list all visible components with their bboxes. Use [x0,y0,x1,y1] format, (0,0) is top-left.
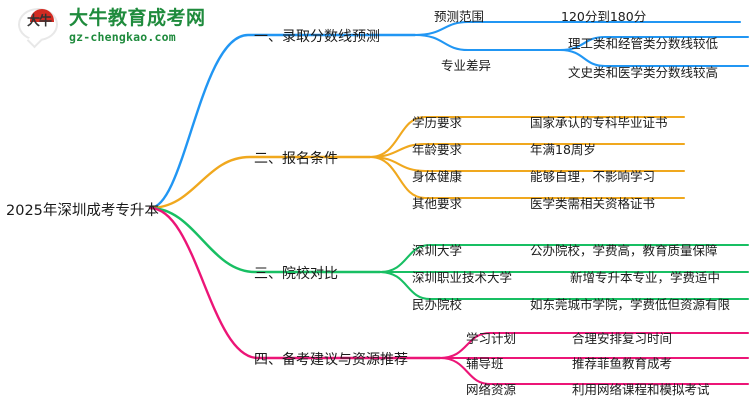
branch-3-child-2-label[interactable]: 深圳职业技术大学 [412,270,513,285]
branch-1-child-2-label[interactable]: 专业差异 [441,58,492,73]
branch-1-child-2-value-2[interactable]: 文史类和医学类分数线较高 [568,65,719,80]
branch-4-child-2-label[interactable]: 辅导班 [466,356,504,371]
branch-3-child-3-label[interactable]: 民办院校 [412,297,463,312]
branch-1-label[interactable]: 一、录取分数线预测 [254,29,380,45]
branch-1-child-2-value-1[interactable]: 理工类和经管类分数线较低 [568,36,719,51]
branch-2-child-2-value-1[interactable]: 年满18周岁 [530,142,596,157]
branch-2-label[interactable]: 二、报名条件 [254,151,338,167]
logo-domain: gz-chengkao.com [69,29,176,44]
branch-2-child-2-label[interactable]: 年龄要求 [412,142,463,157]
branch-3-child-1-value-1[interactable]: 公办院校，学费高，教育质量保障 [530,243,718,258]
logo-bubble-icon: 大牛 [18,6,62,46]
branch-4-child-2-value-1[interactable]: 推荐菲鱼教育成考 [572,356,673,371]
branch-1-child-1-label[interactable]: 预测范围 [434,9,485,24]
branch-2-child-4-value-1[interactable]: 医学类需相关资格证书 [530,196,656,211]
branch-2-child-4-label[interactable]: 其他要求 [412,196,463,211]
branch-2-child-1-value-1[interactable]: 国家承认的专科毕业证书 [530,115,668,130]
branch-4-child-1-value-1[interactable]: 合理安排复习时间 [572,331,673,346]
logo-mark-text: 大牛 [26,14,52,29]
site-logo: 大牛 大牛教育成考网 gz-chengkao.com [18,6,206,46]
branch-2-child-1-label[interactable]: 学历要求 [412,115,463,130]
root-node[interactable]: 2025年深圳成考专升本 [6,203,159,219]
branch-4-child-3-value-1[interactable]: 利用网络课程和模拟考试 [572,382,710,397]
branch-2-child-3-value-1[interactable]: 能够自理，不影响学习 [530,169,656,184]
logo-brand-name: 大牛教育成考网 [69,6,206,29]
logo-red-arc-icon [30,9,54,22]
branch-4-label[interactable]: 四、备考建议与资源推荐 [254,352,408,368]
branch-3-child-3-value-1[interactable]: 如东莞城市学院，学费低但资源有限 [530,297,731,312]
branch-4-child-1-label[interactable]: 学习计划 [466,331,517,346]
branch-3-child-1-label[interactable]: 深圳大学 [412,243,463,258]
branch-1-child-1-value-1[interactable]: 120分到180分 [561,9,647,24]
branch-2-child-3-label[interactable]: 身体健康 [412,169,463,184]
branch-3-child-2-value-1[interactable]: 新增专升本专业，学费适中 [570,270,721,285]
branch-3-label[interactable]: 三、院校对比 [254,266,338,282]
branch-4-child-3-label[interactable]: 网络资源 [466,382,517,397]
